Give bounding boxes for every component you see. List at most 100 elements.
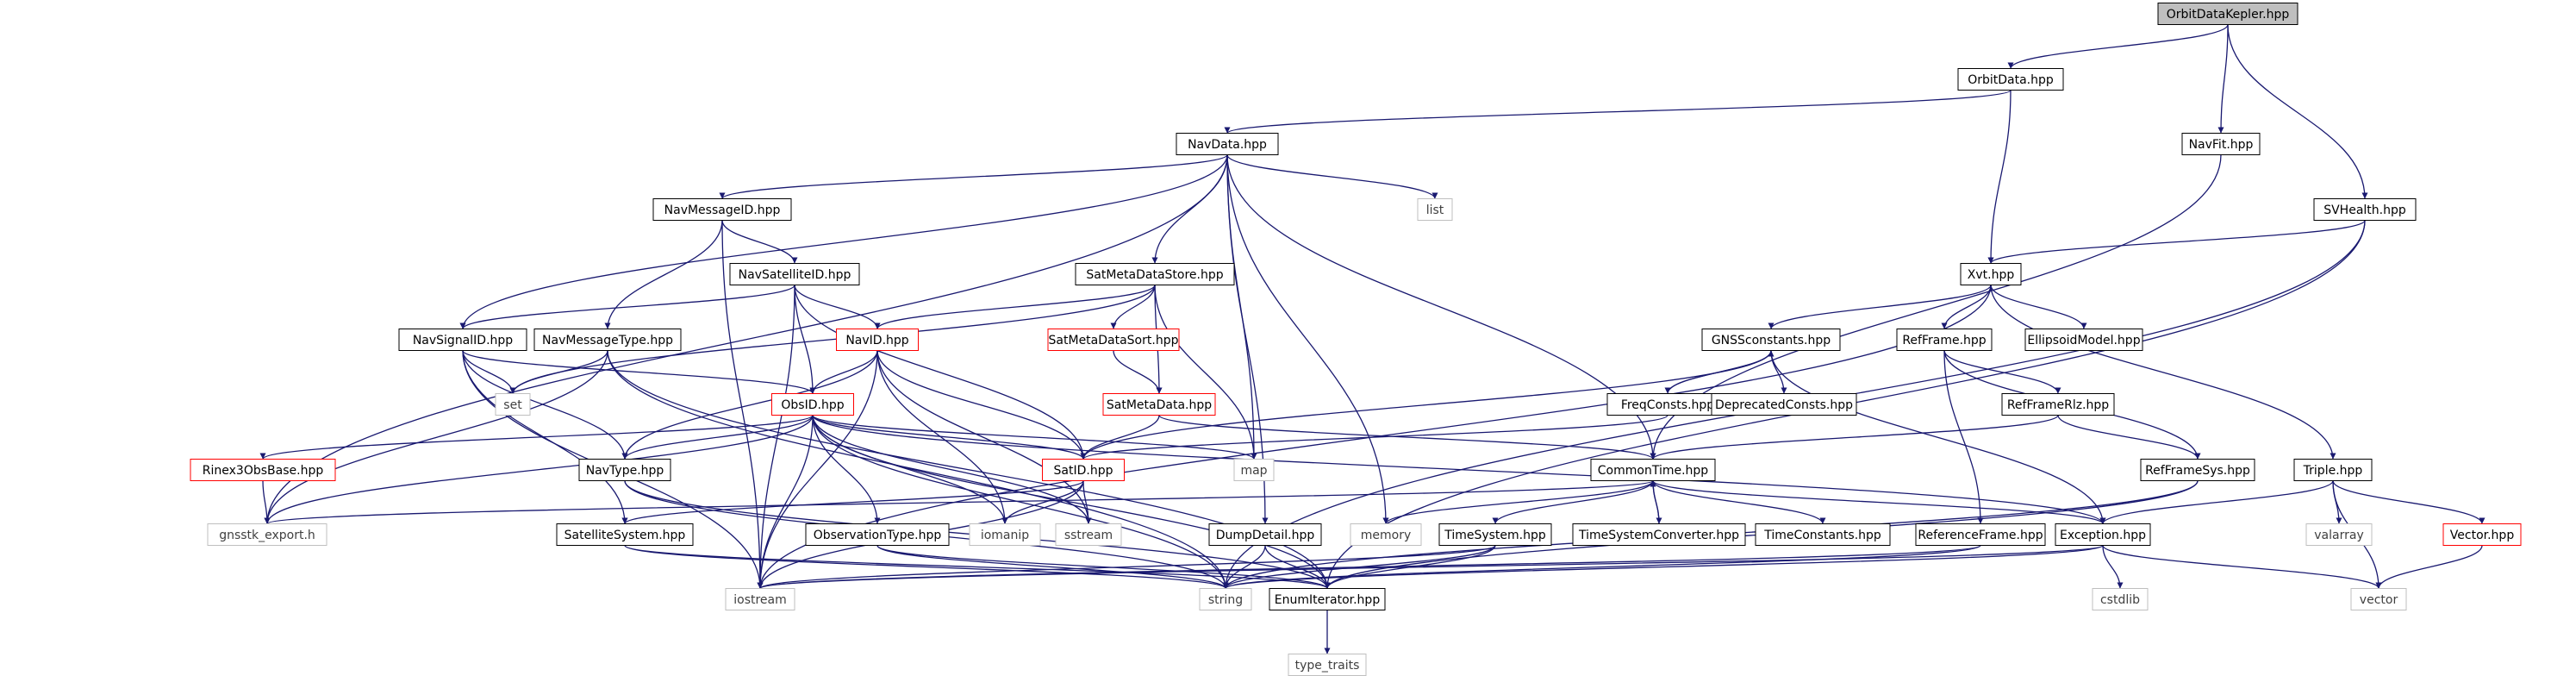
node-Rinex3ObsBase[interactable]: Rinex3ObsBase.hpp [190, 459, 336, 481]
node-ReferenceFrame[interactable]: ReferenceFrame.hpp [1915, 523, 2046, 546]
edge-CommonTime-to-Exception [1652, 479, 2106, 525]
node-label: string [1208, 593, 1243, 607]
edge-SatID-to-sstream [1082, 480, 1092, 524]
edge-NavSignalID-to-NavType [462, 350, 628, 460]
edge-NavID-to-ObsID [809, 350, 878, 394]
node-EnumIterator[interactable]: EnumIterator.hpp [1269, 588, 1386, 610]
node-box [1047, 329, 1180, 351]
graph-nodes: OrbitDataKepler.hppOrbitData.hppNavFit.h… [190, 3, 2522, 676]
node-CommonTime[interactable]: CommonTime.hpp [1590, 459, 1716, 481]
edge-NavData-to-list [1226, 154, 1438, 199]
node-valarray: valarray [2305, 523, 2373, 546]
node-SatMetaData[interactable]: SatMetaData.hpp [1102, 393, 1216, 416]
node-Triple[interactable]: Triple.hpp [2293, 459, 2373, 481]
edge-DumpDetail-to-string [1222, 545, 1266, 589]
edge-NavID-to-iomanip [876, 350, 1008, 524]
edge-Exception-to-string [1222, 544, 2104, 590]
node-NavSatelliteID[interactable]: NavSatelliteID.hpp [729, 263, 860, 285]
node-box [1042, 459, 1125, 481]
node-OrbitData[interactable]: OrbitData.hpp [1957, 68, 2064, 91]
node-EllipsoidModel[interactable]: EllipsoidModel.hpp [2024, 329, 2143, 351]
node-Xvt[interactable]: Xvt.hpp [1960, 263, 2022, 285]
node-FreqConsts[interactable]: FreqConsts.hpp [1606, 393, 1729, 416]
node-OrbitDataKepler[interactable]: OrbitDataKepler.hpp [2157, 3, 2298, 25]
node-SatelliteSystem[interactable]: SatelliteSystem.hpp [556, 523, 694, 546]
node-TimeSystem[interactable]: TimeSystem.hpp [1438, 523, 1552, 546]
edge-NavSatelliteID-to-NavSignalID [459, 284, 795, 330]
edge-RefFrameRlz-to-CommonTime [1650, 414, 2059, 460]
node-label: ObsID.hpp [781, 398, 844, 412]
node-label: valarray [2314, 529, 2363, 542]
edge-SatelliteSystem-to-string [624, 544, 1229, 590]
edge-FreqConsts-to-GNSSconstants [1667, 350, 1775, 394]
node-box [495, 393, 531, 416]
node-label: map [1240, 464, 1267, 478]
node-NavSignalID[interactable]: NavSignalID.hpp [398, 329, 527, 351]
edge-NavMessageID-to-iostream [721, 220, 764, 589]
node-box [1075, 263, 1235, 285]
node-RefFrameRlz[interactable]: RefFrameRlz.hpp [2001, 393, 2115, 416]
node-NavData[interactable]: NavData.hpp [1176, 133, 1279, 155]
node-label: NavID.hpp [845, 334, 908, 347]
edge-NavSatelliteID-to-ObsID [794, 285, 816, 394]
edge-NavSignalID-to-ObsID [462, 349, 816, 395]
node-ObservationType[interactable]: ObservationType.hpp [805, 523, 950, 546]
node-TimeSystemConverter[interactable]: TimeSystemConverter.hpp [1572, 523, 1746, 546]
node-DeprecatedConsts[interactable]: DeprecatedConsts.hpp [1711, 393, 1857, 416]
node-NavID[interactable]: NavID.hpp [836, 329, 919, 351]
node-box [1055, 523, 1122, 546]
node-GNSSconstants[interactable]: GNSSconstants.hpp [1701, 329, 1841, 351]
node-label: SVHealth.hpp [2323, 203, 2406, 217]
edge-ObsID-to-string [812, 415, 1229, 589]
node-box [1590, 459, 1716, 481]
node-box [2313, 198, 2417, 221]
node-label: EllipsoidModel.hpp [2027, 334, 2140, 347]
node-label: list [1426, 203, 1444, 217]
edge-OrbitDataKepler-to-OrbitData [2007, 24, 2229, 69]
edge-RefFrameRlz-to-RefFrameSys [2057, 415, 2201, 460]
node-RefFrame[interactable]: RefFrame.hpp [1896, 329, 1993, 351]
edge-OrbitData-to-NavData [1224, 89, 2012, 135]
node-ObsID[interactable]: ObsID.hpp [771, 393, 854, 416]
node-NavFit[interactable]: NavFit.hpp [2181, 133, 2261, 155]
node-box [2157, 3, 2298, 25]
node-TimeConstants[interactable]: TimeConstants.hpp [1755, 523, 1891, 546]
node-NavType[interactable]: NavType.hpp [578, 459, 671, 481]
edge-NavID-to-SatID [876, 350, 1087, 460]
node-Exception[interactable]: Exception.hpp [2055, 523, 2151, 546]
edge-NavSatelliteID-to-SatID [794, 285, 1087, 460]
edge-NavData-to-gnsstk_export [264, 154, 1228, 524]
node-label: DeprecatedConsts.hpp [1715, 398, 1853, 412]
node-label: ReferenceFrame.hpp [1918, 529, 2043, 542]
node-SatID[interactable]: SatID.hpp [1042, 459, 1125, 481]
node-label: cstdlib [2100, 593, 2140, 607]
node-NavMessageType[interactable]: NavMessageType.hpp [533, 329, 682, 351]
node-label: TimeSystem.hpp [1444, 529, 1546, 542]
node-iostream: iostream [725, 588, 795, 610]
node-box [969, 523, 1041, 546]
node-NavMessageID[interactable]: NavMessageID.hpp [652, 198, 792, 221]
node-box [2181, 133, 2261, 155]
node-label: sstream [1064, 529, 1113, 542]
edge-ObsID-to-Exception [812, 415, 2106, 524]
node-box [2140, 459, 2255, 481]
edge-CommonTime-to-TimeConstants [1652, 480, 1826, 524]
node-SVHealth[interactable]: SVHealth.hpp [2313, 198, 2417, 221]
node-label: NavType.hpp [586, 464, 664, 478]
node-box [1701, 329, 1841, 351]
edge-Vector-to-vector [2375, 545, 2483, 589]
node-label: SatelliteSystem.hpp [564, 529, 686, 542]
node-box [556, 523, 694, 546]
node-label: memory [1361, 529, 1412, 542]
edge-ObsID-to-SatID [812, 415, 1087, 460]
edge-CommonTime-to-memory [1382, 480, 1654, 524]
node-box [725, 588, 795, 610]
node-SatMetaDataSort[interactable]: SatMetaDataSort.hpp [1047, 329, 1180, 351]
node-label: CommonTime.hpp [1598, 464, 1709, 478]
node-RefFrameSys[interactable]: RefFrameSys.hpp [2140, 459, 2255, 481]
node-DumpDetail[interactable]: DumpDetail.hpp [1208, 523, 1322, 546]
node-Vector[interactable]: Vector.hpp [2442, 523, 2522, 546]
node-SatMetaDataStore[interactable]: SatMetaDataStore.hpp [1075, 263, 1235, 285]
node-box [1417, 198, 1453, 221]
